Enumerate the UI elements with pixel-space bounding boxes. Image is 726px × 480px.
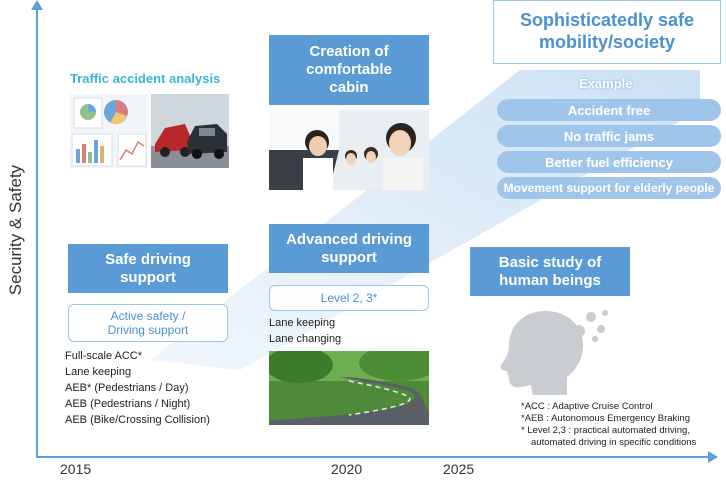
analysis-charts-image — [70, 94, 148, 168]
y-axis-arrow-icon — [31, 0, 43, 10]
level-box: Level 2, 3* — [269, 285, 429, 311]
human-head-icon — [500, 310, 608, 395]
footnote-level: * Level 2,3 : practical automated drivin… — [521, 425, 690, 436]
example-pill: Better fuel efficiency — [497, 151, 721, 173]
footnote-level-cont: automated driving in specific conditions — [531, 437, 697, 448]
cabin-title-line2: comfortable — [306, 61, 392, 78]
safe-driving-features: Full-scale ACC* Lane keeping AEB* (Pedes… — [65, 348, 265, 428]
feature-item: AEB (Pedestrians / Night) — [65, 398, 191, 410]
example-pill: Accident free — [497, 99, 721, 121]
footnotes: *ACC : Adaptive Cruise Control *AEB : Au… — [521, 401, 721, 449]
safe-driving-box: Safe driving support — [68, 244, 228, 293]
safe-driving-title-line1: Safe driving — [105, 250, 191, 268]
feature-item: Lane keeping — [269, 317, 336, 329]
y-axis — [36, 6, 38, 458]
feature-item: Lane changing — [269, 333, 342, 345]
safe-driving-title-line2: support — [120, 268, 176, 286]
traffic-analysis-title: Traffic accident analysis — [70, 71, 221, 86]
footnote-aeb: *AEB : Autonomous Emergency Braking — [521, 413, 690, 424]
human-study-box: Basic study of human beings — [470, 247, 630, 296]
human-study-title-line2: human beings — [499, 271, 601, 289]
x-tick-2025: 2025 — [443, 461, 475, 477]
active-safety-line1: Active safety / — [110, 308, 186, 323]
advanced-driving-box: Advanced driving support — [269, 224, 429, 273]
example-pill: No traffic jams — [497, 125, 721, 147]
advanced-driving-features: Lane keeping Lane changing — [269, 315, 429, 347]
example-label: Example — [579, 76, 633, 91]
family-in-car-image — [269, 110, 429, 190]
example-pill: Movement support for elderly people — [497, 177, 721, 199]
active-safety-box: Active safety / Driving support — [68, 304, 228, 342]
active-safety-line2: Driving support — [107, 323, 189, 337]
x-tick-2020: 2020 — [331, 461, 363, 477]
cabin-title-line1: Creation of — [309, 43, 389, 60]
car-crash-image — [151, 94, 229, 168]
winding-road-image — [269, 351, 429, 425]
human-study-title-line1: Basic study of — [498, 253, 602, 271]
goal-title-box: Sophisticatedly safe mobility/society — [493, 0, 721, 64]
x-axis-arrow-icon — [708, 451, 718, 463]
feature-item: AEB* (Pedestrians / Day) — [65, 382, 189, 394]
y-axis-label: Security & Safety — [6, 164, 25, 296]
advanced-driving-title-line2: support — [321, 248, 377, 266]
cabin-title-line3: cabin — [329, 79, 369, 96]
feature-item: Lane keeping — [65, 366, 132, 378]
goal-title-line1: Sophisticatedly safe — [519, 10, 695, 31]
comfortable-cabin-box: Creation of comfortable cabin — [269, 35, 429, 105]
feature-item: AEB (Bike/Crossing Collision) — [65, 414, 210, 426]
feature-item: Full-scale ACC* — [65, 350, 143, 362]
x-tick-2015: 2015 — [60, 461, 92, 477]
goal-title-line2: mobility/society — [538, 32, 676, 52]
x-axis — [36, 456, 712, 458]
advanced-driving-title-line1: Advanced driving — [286, 230, 412, 248]
footnote-acc: *ACC : Adaptive Cruise Control — [521, 401, 653, 412]
